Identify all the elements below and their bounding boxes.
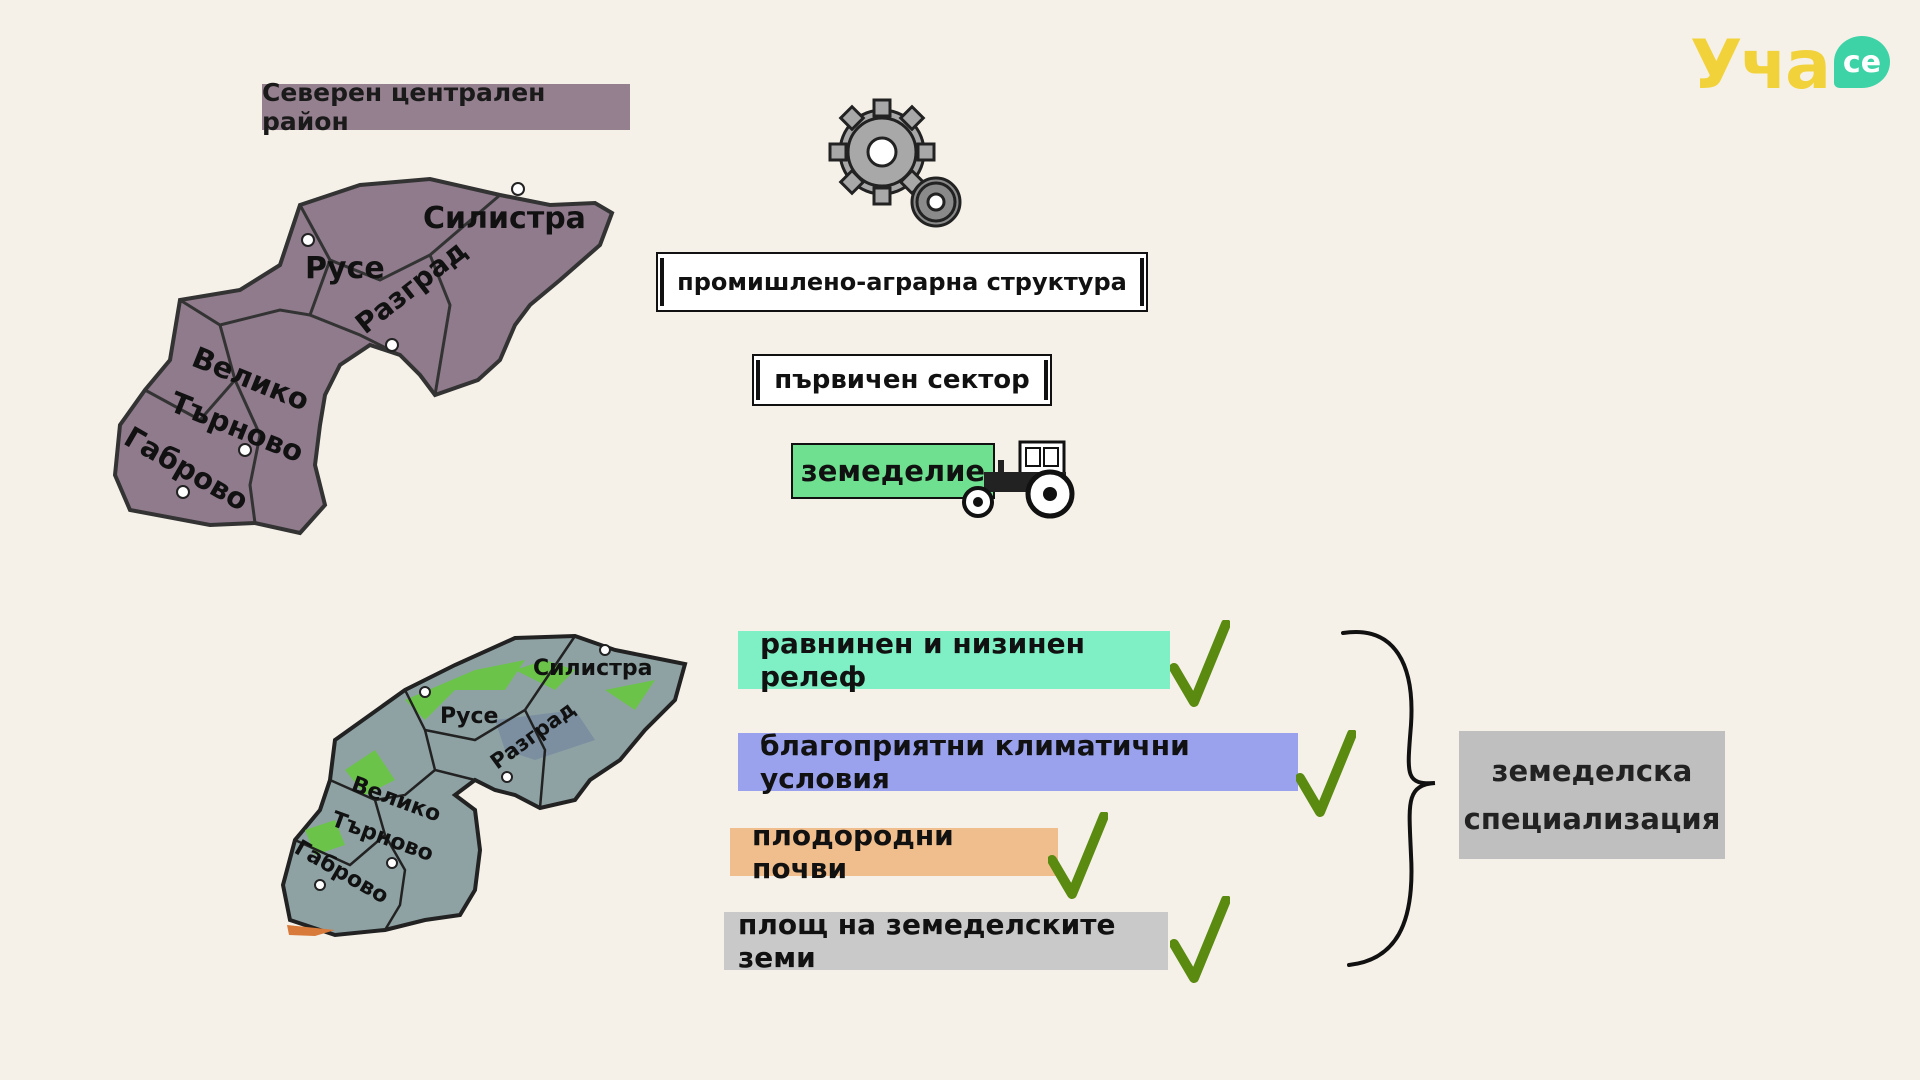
structure-label: промишлено-аграрна структура <box>656 252 1148 312</box>
tractor-icon <box>962 440 1075 519</box>
gears-icon <box>828 98 962 228</box>
logo-text: Уча <box>1690 26 1831 105</box>
curly-brace-icon <box>1341 629 1436 967</box>
factor-climate-label: благоприятни климатични условия <box>760 729 1190 795</box>
factor-land-area-label: площ на земеделските земи <box>738 908 1116 974</box>
factor-relief-label: равнинен и низинен релеф <box>760 627 1085 693</box>
map-top-label-ruse: Русе <box>305 251 385 286</box>
agriculture-label: земеделие <box>791 443 995 499</box>
result-line-2: специализация <box>1463 802 1721 836</box>
factor-climate: благоприятни климатични условия <box>738 729 1298 795</box>
map-bottom-label-silistra: Силистра <box>533 656 652 681</box>
logo-badge: се <box>1834 36 1890 88</box>
result-box: земеделска специализация <box>1459 731 1725 859</box>
factor-soils-label: плодородни почви <box>752 819 954 885</box>
checkmark-icon <box>1296 730 1356 817</box>
checkmark-icon <box>1170 896 1230 983</box>
checkmark-icon <box>1048 812 1108 899</box>
sector-label: първичен сектор <box>752 354 1052 406</box>
checkmark-icon <box>1170 620 1230 707</box>
result-line-1: земеделска <box>1491 754 1693 788</box>
region-map-top: Силистра Русе Разград Велико Търново Габ… <box>112 176 615 536</box>
region-map-bottom: Силистра Русе Разград Велико Търново Габ… <box>280 633 688 938</box>
region-title: Северен централен район <box>262 78 630 136</box>
factor-soils: плодородни почви <box>730 819 1058 885</box>
factor-land-area: площ на земеделските земи <box>724 908 1168 974</box>
factor-relief: равнинен и низинен релеф <box>738 627 1170 693</box>
map-top-label-silistra: Силистра <box>423 201 586 236</box>
map-bottom-label-ruse: Русе <box>440 704 498 729</box>
